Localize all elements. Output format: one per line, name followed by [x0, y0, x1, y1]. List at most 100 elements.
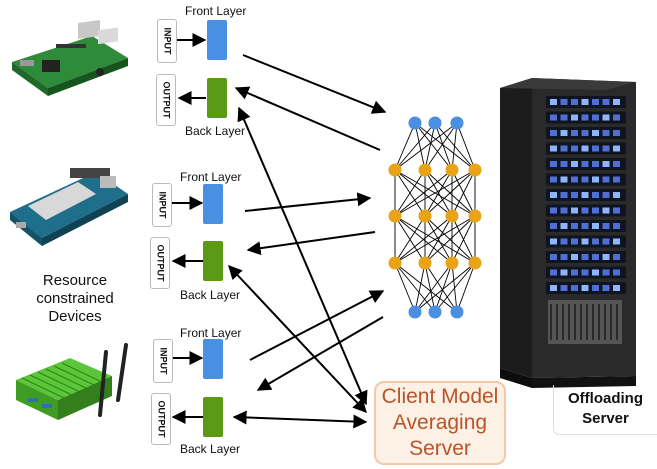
rack-light	[581, 130, 589, 136]
nn-edge	[394, 262, 458, 313]
output-label-3: OUTPUT	[151, 393, 171, 445]
rack-light	[550, 269, 557, 276]
aggregator-to-device2-arrow	[228, 264, 367, 414]
rack-light	[602, 130, 610, 136]
nn-edge	[394, 215, 476, 264]
rack-light	[571, 99, 578, 105]
nn-edge	[394, 169, 426, 217]
rack-light	[592, 176, 599, 183]
rack-light	[602, 114, 610, 121]
aggregator-to-device3-arrow	[232, 410, 368, 429]
nn-edge	[394, 169, 476, 217]
rack-light	[560, 145, 568, 152]
green-heatsink-gateway-icon	[16, 343, 128, 420]
rack-light	[560, 238, 568, 245]
rack-light	[581, 285, 589, 291]
nn-edge	[451, 169, 476, 217]
nn-edge	[394, 262, 436, 313]
rack-light	[602, 238, 610, 245]
nn-node	[418, 256, 432, 270]
devices-label: Resource constrained Devices	[20, 272, 130, 326]
back-layer-block-2	[203, 241, 223, 281]
back-layer-label-2: Back Layer	[180, 288, 241, 302]
aggregator-to-device1-arrow	[237, 106, 368, 406]
rack-light	[560, 130, 568, 136]
rack-light	[550, 192, 557, 198]
nn-edge	[456, 122, 476, 171]
nn-node	[388, 209, 402, 223]
rack-light	[571, 130, 578, 136]
offloading-server-label: Offloading Server	[553, 385, 657, 435]
output-label-1: OUTPUT	[156, 74, 176, 126]
rack-light	[581, 161, 589, 167]
nn-edge	[414, 122, 426, 171]
rack-light	[550, 99, 557, 105]
rack-light	[613, 192, 620, 198]
nn-node	[418, 163, 432, 177]
rack-light	[571, 145, 578, 152]
nn-node	[445, 256, 459, 270]
rack-light	[613, 176, 620, 183]
rack-light	[560, 254, 568, 260]
nn-edge	[394, 122, 458, 171]
server-to-back1-arrow	[234, 86, 381, 151]
rack-light	[602, 285, 610, 291]
rack-light	[613, 223, 620, 229]
nn-edge	[394, 169, 453, 217]
rack-light	[613, 99, 620, 105]
rack-light	[560, 192, 568, 198]
front3-to-server-arrow	[249, 290, 385, 361]
rack-light	[560, 207, 568, 214]
nn-node	[450, 116, 464, 130]
nn-edge	[424, 122, 458, 171]
nn-node	[388, 163, 402, 177]
nn-node	[468, 209, 482, 223]
nn-edge	[451, 122, 458, 171]
rack-light	[602, 254, 610, 260]
rack-light	[613, 145, 620, 152]
rack-light	[602, 269, 610, 276]
rack-light	[581, 99, 589, 105]
rack-light	[581, 145, 589, 152]
rack-light	[581, 207, 589, 214]
nn-edge	[424, 169, 453, 217]
nn-node	[418, 209, 432, 223]
rack-light	[602, 207, 610, 214]
rack-light	[613, 285, 620, 291]
nn-edge	[456, 262, 476, 313]
nn-edge	[424, 122, 436, 171]
rack-light	[560, 285, 568, 291]
rack-light	[550, 254, 557, 260]
rack-light	[592, 285, 599, 291]
front2-to-server-arrow	[244, 192, 372, 212]
rack-light	[571, 254, 578, 260]
rack-light	[571, 192, 578, 198]
rack-light	[550, 114, 557, 121]
nn-edge	[414, 122, 453, 171]
rack-light	[592, 207, 599, 214]
rack-light	[581, 114, 589, 121]
nn-edge	[414, 262, 453, 313]
nn-edge	[414, 122, 476, 171]
client-model-averaging-server-box: Client Model Averaging Server	[374, 381, 506, 465]
front-layer-block-3	[203, 339, 223, 379]
nn-node	[408, 305, 422, 319]
nn-edge	[394, 215, 453, 264]
input-label-3: INPUT	[153, 339, 173, 383]
front-layer-label-2: Front Layer	[180, 170, 242, 184]
rack-light	[550, 176, 557, 183]
rack-light	[571, 238, 578, 245]
server-rack-icon	[500, 78, 636, 388]
rack-light	[602, 176, 610, 183]
rack-light	[613, 161, 620, 167]
output-label-2: OUTPUT	[150, 237, 170, 289]
rack-light	[602, 99, 610, 105]
rack-light	[581, 254, 589, 260]
nn-node	[468, 163, 482, 177]
nn-node	[428, 116, 442, 130]
rack-light	[592, 223, 599, 229]
rack-light	[550, 161, 557, 167]
rack-light	[550, 207, 557, 214]
